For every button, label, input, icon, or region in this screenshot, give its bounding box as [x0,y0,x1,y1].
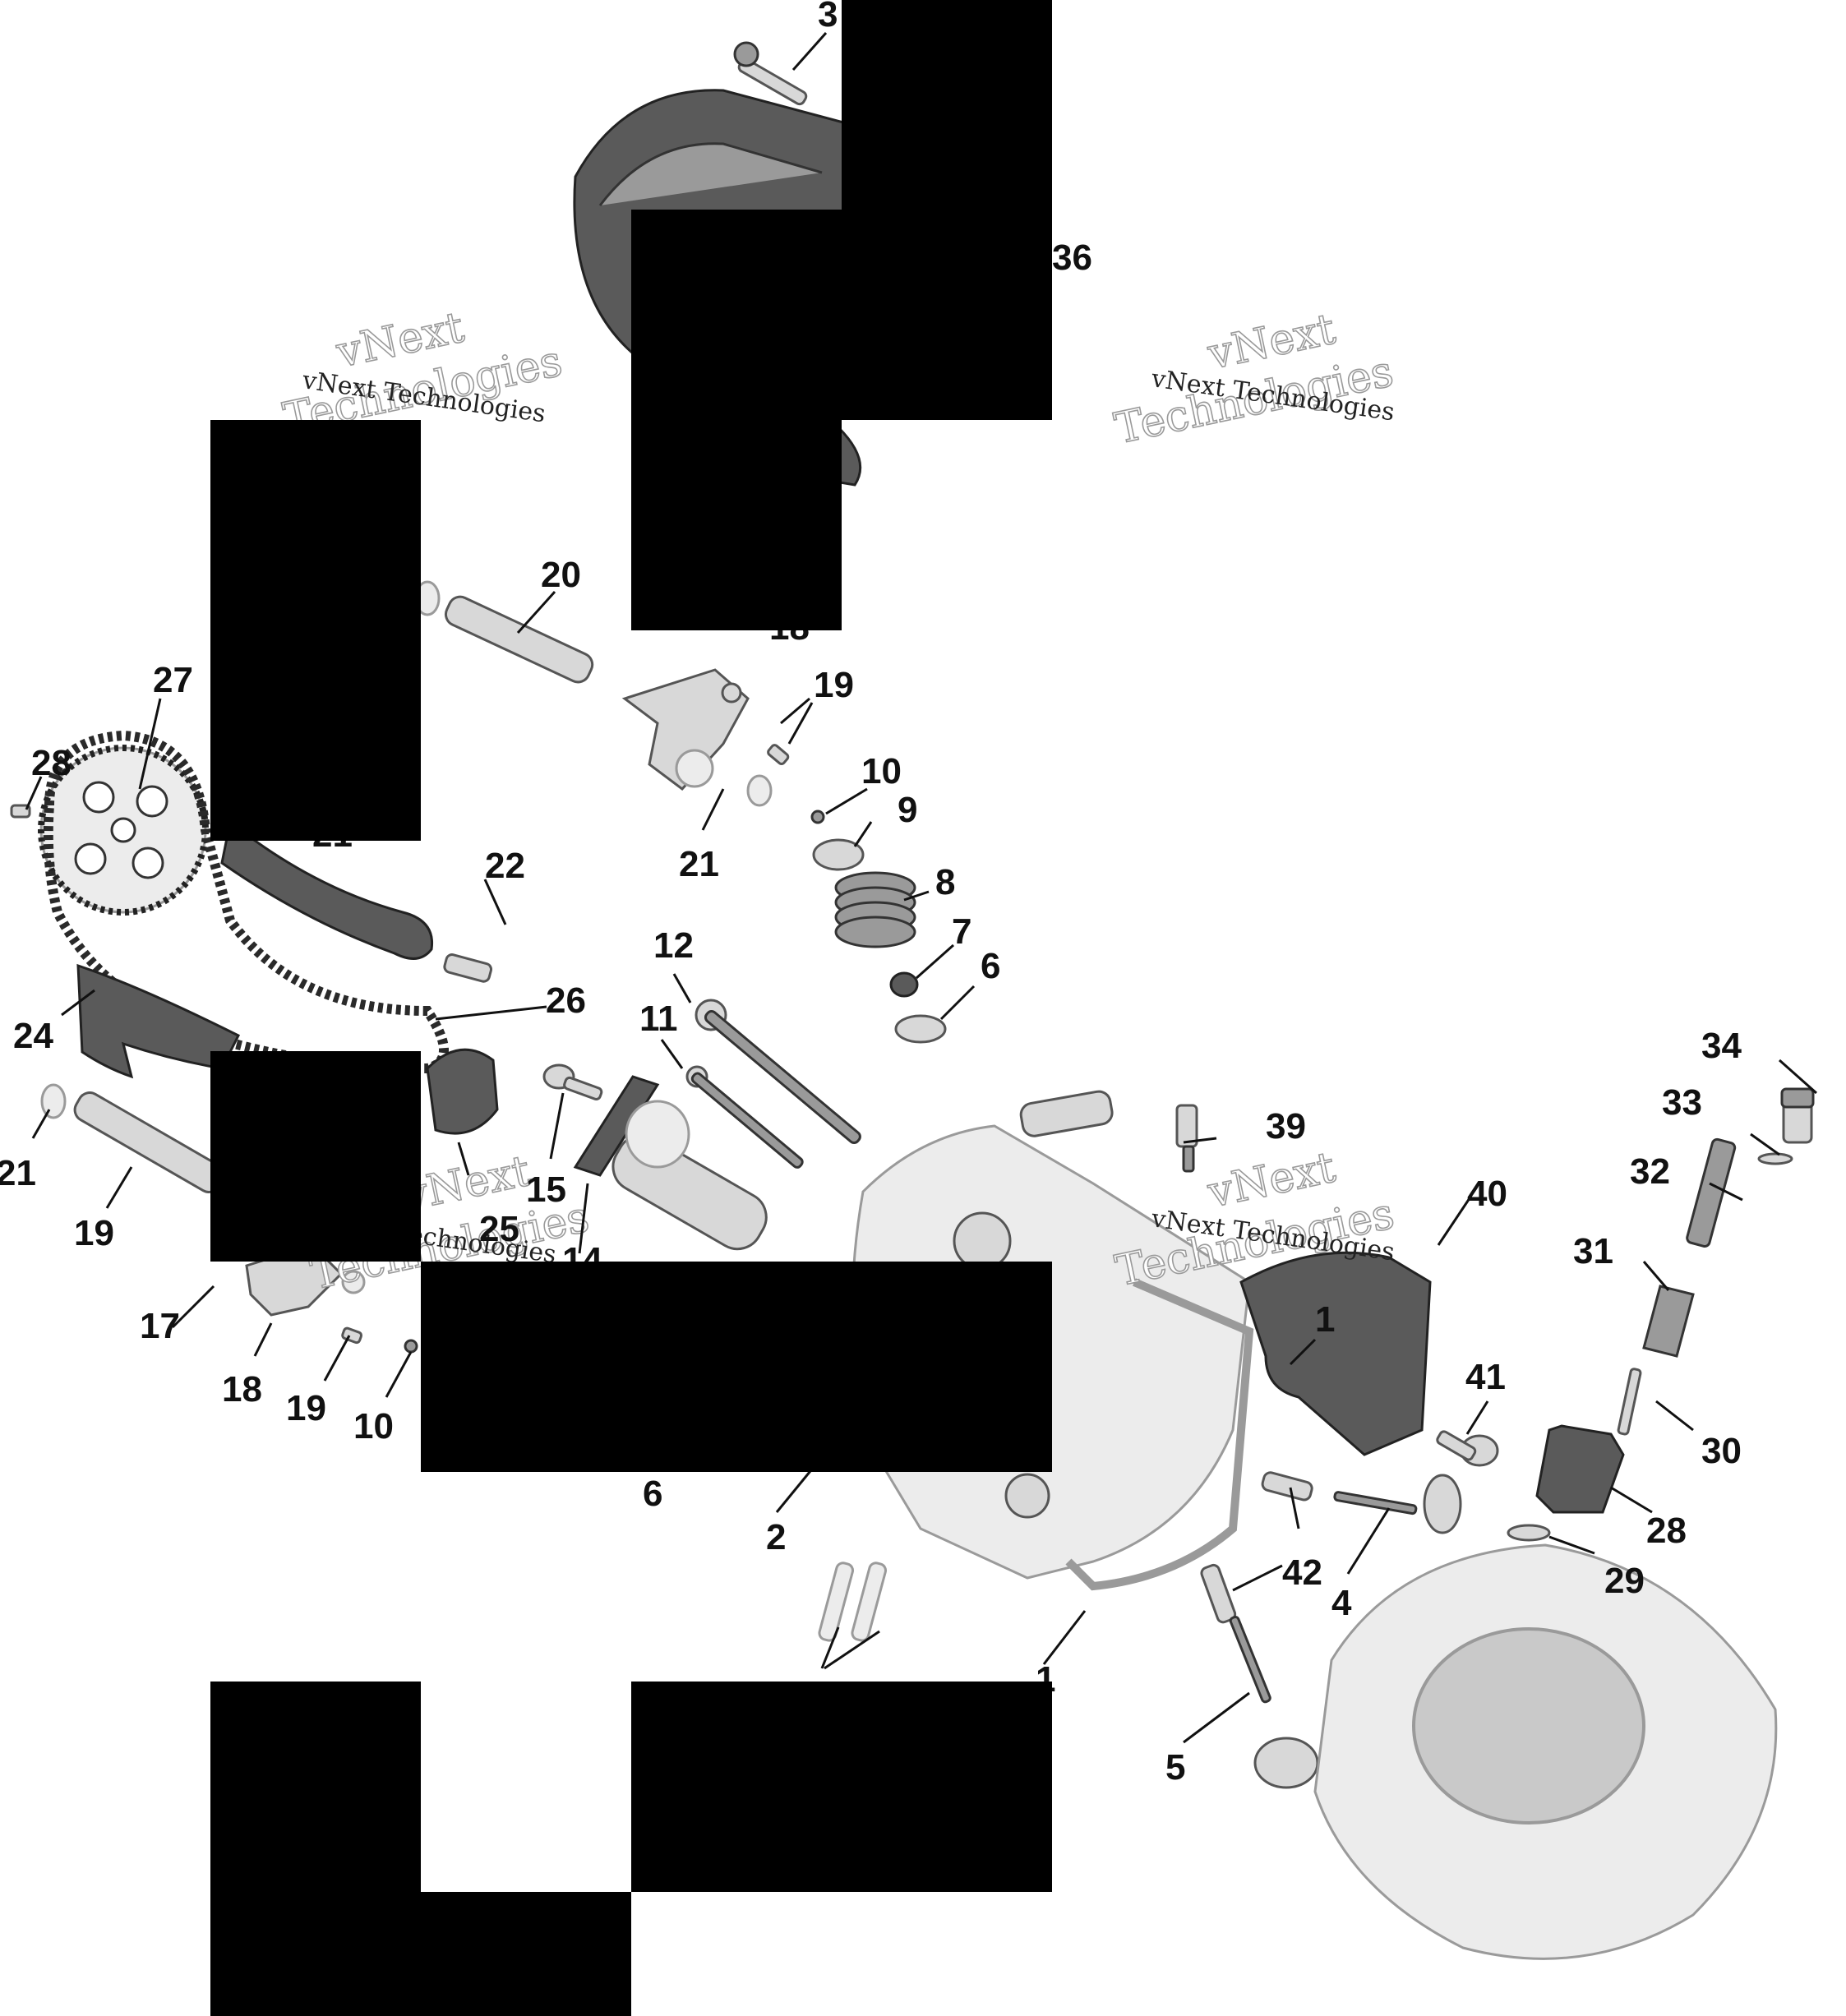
callout-19-lower: 19 [286,1388,326,1428]
callout-12: 12 [653,925,694,966]
redaction-block [210,420,421,841]
callout-39: 39 [1266,1106,1306,1146]
tensioner-guide [76,963,241,1079]
callout-41: 41 [1465,1357,1506,1397]
head-gasket [1065,1278,1254,1591]
tensioner-assembly [1507,1087,1815,1542]
callout-5: 5 [1165,1747,1185,1788]
callout-6-right: 6 [981,946,1000,986]
callout-26: 26 [546,980,586,1021]
redaction-blocks [210,0,1052,2016]
callout-4: 4 [1331,1583,1352,1623]
callout-22: 22 [485,846,525,886]
callout-18: 18 [222,1369,262,1409]
chain-guide [220,819,434,960]
valve-4-part [1333,1474,1462,1534]
callout-2: 2 [766,1517,786,1557]
leader-lines [25,32,1817,1744]
camshaft-part [611,1100,768,1251]
callout-28: 28 [31,743,72,783]
redaction-block [631,210,1052,420]
callout-3-top: 3 [818,0,838,35]
callout-labels: 3 36 20 18 19 10 9 8 7 6 21 22 26 27 28 … [0,0,1742,1788]
callout-20-top: 20 [541,555,581,595]
callout-21-left: 21 [0,1153,36,1193]
callout-7: 7 [952,911,971,952]
callout-17: 17 [140,1306,180,1346]
callout-29: 28 [1646,1511,1687,1551]
redaction-block [210,1051,421,1262]
callout-31: 30 [1701,1431,1742,1471]
callout-35: 34 [1701,1026,1742,1066]
redaction-block [421,1892,631,2016]
spark-plug-part [1175,1104,1198,1173]
callout-34: 33 [1662,1082,1702,1123]
redaction-block [842,0,1052,210]
callout-32: 31 [1573,1231,1613,1271]
cover-bolt-part [733,41,808,106]
callout-20-left: 19 [74,1213,114,1253]
parts-artwork [10,41,1815,1960]
valve-5-part [1229,1615,1319,1789]
timing-chain [43,730,449,1074]
callout-6-lower: 6 [643,1474,662,1514]
callout-1-right: 1 [1315,1299,1335,1340]
callout-25: 25 [479,1209,519,1249]
redaction-block [210,1682,421,2016]
callout-19-top: 19 [814,665,854,705]
callout-36: 36 [1052,238,1092,278]
rocker-shaft-lower [73,1091,225,1193]
redaction-block [631,1682,1052,1892]
callout-30: 29 [1604,1561,1645,1601]
bolt-15-part [542,1063,603,1100]
callout-8: 8 [935,862,955,902]
callout-21-top: 21 [679,844,719,884]
callout-10-top: 10 [861,751,902,791]
callout-24: 24 [13,1016,53,1056]
callout-42: 42 [1282,1552,1322,1593]
callout-10-lower: 10 [353,1406,394,1446]
redaction-block [421,1262,1052,1472]
rocker-shaft-upper [444,595,594,684]
callout-27: 27 [153,660,193,700]
chain-tensioner [426,1048,499,1135]
callout-15: 15 [526,1169,566,1210]
callout-33: 32 [1630,1151,1670,1192]
callout-11: 11 [639,999,678,1039]
valve-spring-stack [810,810,947,1044]
watermark-top-right: vNext Technologies [1110,304,1398,454]
cam-carrier-part [1239,1251,1432,1456]
redaction-block [631,420,842,630]
cylinder-block [1313,1543,1778,1960]
rocker-arm-upper [621,668,773,807]
callout-40: 40 [1467,1174,1507,1214]
long-bolts [685,999,861,1169]
callout-9: 9 [898,790,917,830]
cam-sprocket [38,745,209,916]
